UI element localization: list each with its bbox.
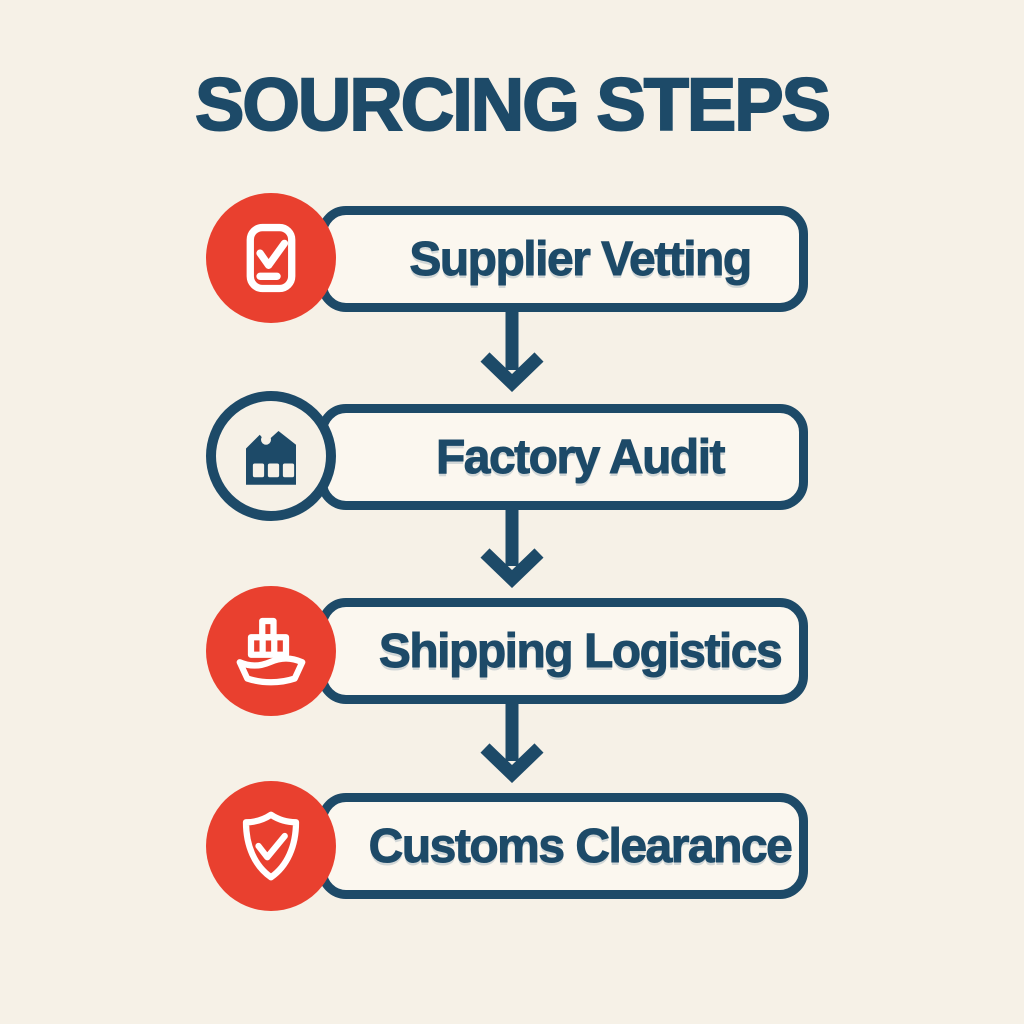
- factory-icon: [246, 431, 296, 485]
- step-icon-circle-customs-clearance: [206, 781, 336, 911]
- arrow-down-icon: [479, 508, 545, 588]
- clipboard-check-icon: [246, 223, 296, 293]
- step-box-shipping-logistics: Shipping Logistics: [318, 598, 808, 704]
- shield-check-icon: [242, 811, 300, 881]
- step-label: Customs Clearance: [368, 819, 793, 873]
- step-icon-circle-factory-audit: [206, 391, 336, 521]
- step-box-supplier-vetting: Supplier Vetting: [318, 206, 808, 312]
- step-label: Factory Audit: [435, 430, 726, 484]
- step-box-factory-audit: Factory Audit: [318, 404, 808, 510]
- step-box-customs-clearance: Customs Clearance: [318, 793, 808, 899]
- step-label: Supplier Vetting: [409, 232, 753, 286]
- arrow-down-icon: [479, 703, 545, 783]
- step-label: Shipping Logistics: [378, 624, 783, 678]
- page-title: SOURCING STEPS: [194, 62, 832, 147]
- arrow-down-icon: [479, 312, 545, 392]
- step-icon-circle-supplier-vetting: [206, 193, 336, 323]
- ship-icon: [236, 617, 306, 686]
- step-icon-circle-shipping-logistics: [206, 586, 336, 716]
